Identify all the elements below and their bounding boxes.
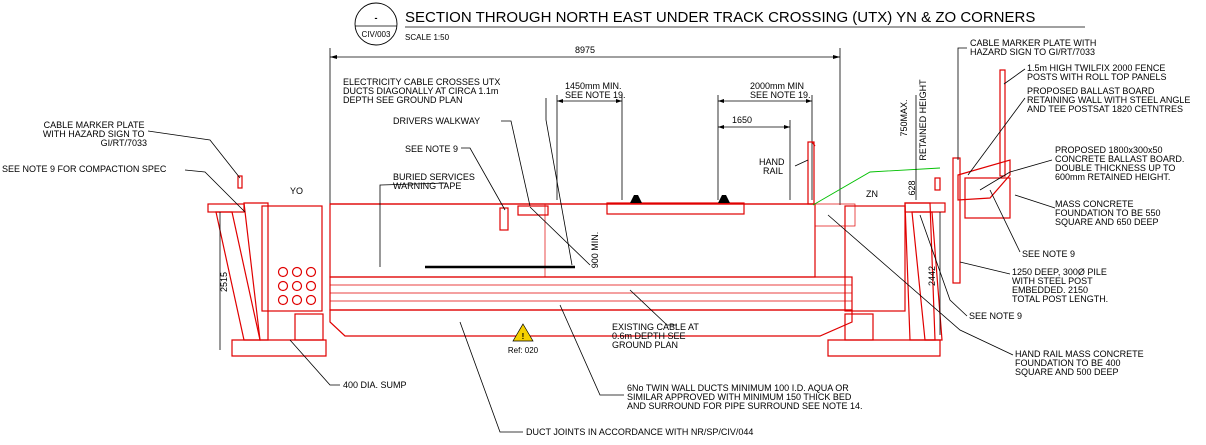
note-duct-joints: DUCT JOINTS IN ACCORDANCE WITH NR/SP/CIV… xyxy=(526,427,753,437)
dim-2000: 2000mm MIN xyxy=(750,81,804,91)
dim-2515: 2515 xyxy=(219,272,229,292)
note-hand-rail-foundation: HAND RAIL MASS CONCRETE FOUNDATION TO BE… xyxy=(1015,349,1146,377)
drawing-title: SECTION THROUGH NORTH EAST UNDER TRACK C… xyxy=(405,9,1035,26)
note-drivers-walkway: DRIVERS WALKWAY xyxy=(393,116,480,126)
note-see-9-b: SEE NOTE 9 xyxy=(1022,249,1075,259)
ref-020: Ref: 020 xyxy=(508,346,539,355)
sump-ducts xyxy=(277,266,317,306)
dim-2000-note: SEE NOTE 19. xyxy=(750,90,811,100)
dim-750max: 750MAX. xyxy=(899,99,909,136)
dim-900min: 900 MIN. xyxy=(590,232,600,269)
depth-dimensions: 2515 2442 750MAX. RETAINED HEIGHT 628 90… xyxy=(219,79,941,350)
section-marker-circle xyxy=(354,2,398,46)
walkway-dimension: 1450mm MIN. SEE NOTE 19. xyxy=(556,81,626,200)
utx-structure xyxy=(207,69,1011,357)
dim-1450: 1450mm MIN. xyxy=(565,81,622,91)
title-block: - CIV/003 SECTION THROUGH NORTH EAST UND… xyxy=(354,2,1085,46)
section-marker: - xyxy=(375,13,378,23)
warning-triangle-icon xyxy=(512,323,534,342)
dim-8975: 8975 xyxy=(575,45,595,55)
drawing-scale: SCALE 1:50 xyxy=(405,33,450,42)
note-marker-plate-left: CABLE MARKER PLATE WITH HAZARD SIGN TO G… xyxy=(43,120,147,148)
note-ballast-wall: PROPOSED BALLAST BOARD RETAINING WALL WI… xyxy=(1027,86,1193,114)
note-existing-cable: EXISTING CABLE AT 0.6m DEPTH SEE GROUND … xyxy=(612,322,701,350)
leader-lines xyxy=(147,47,1056,433)
label-zn: ZN xyxy=(866,189,878,199)
dim-retained-height: RETAINED HEIGHT xyxy=(918,79,928,161)
dim-1650: 1650 xyxy=(732,115,752,125)
note-mass-concrete: MASS CONCRETE FOUNDATION TO BE 550 SQUAR… xyxy=(1055,199,1163,227)
annotations: CABLE MARKER PLATE WITH HAZARD SIGN TO G… xyxy=(2,38,1193,437)
section-ref: CIV/003 xyxy=(362,30,391,39)
note-see-9-a: SEE NOTE 9 xyxy=(405,144,458,154)
track-dimension: 2000mm MIN SEE NOTE 19. 1650 xyxy=(717,81,813,200)
note-fence: 1.5m HIGH TWILFIX 2000 FENCE POSTS WITH … xyxy=(1027,63,1168,82)
label-yo: YO xyxy=(290,186,303,196)
note-hand-rail: HAND RAIL xyxy=(759,157,787,176)
note-sump: 400 DIA. SUMP xyxy=(343,380,407,390)
dim-628: 628 xyxy=(907,180,917,195)
note-ballast-board: PROPOSED 1800x300x50 CONCRETE BALLAST BO… xyxy=(1055,145,1187,182)
note-compaction: SEE NOTE 9 FOR COMPACTION SPEC xyxy=(2,164,167,174)
note-warning-tape: BURIED SERVICES WARNING TAPE xyxy=(393,172,477,191)
warning-sign: ! Ref: 020 xyxy=(508,323,539,355)
note-ducts: 6No TWIN WALL DUCTS MINIMUM 100 I.D. AQU… xyxy=(627,383,863,411)
note-pile: 1250 DEEP, 300Ø PILE WITH STEEL POST EMB… xyxy=(1012,267,1109,304)
dim-1450-note: SEE NOTE 19. xyxy=(565,90,626,100)
svg-text:!: ! xyxy=(522,332,525,341)
note-electricity-cable: ELECTRICITY CABLE CROSSES UTX DUCTS DIAG… xyxy=(343,77,503,105)
dim-2442: 2442 xyxy=(927,266,937,286)
note-marker-plate-right: CABLE MARKER PLATE WITH HAZARD SIGN TO G… xyxy=(970,38,1099,57)
note-see-9-c: SEE NOTE 9 xyxy=(969,311,1022,321)
